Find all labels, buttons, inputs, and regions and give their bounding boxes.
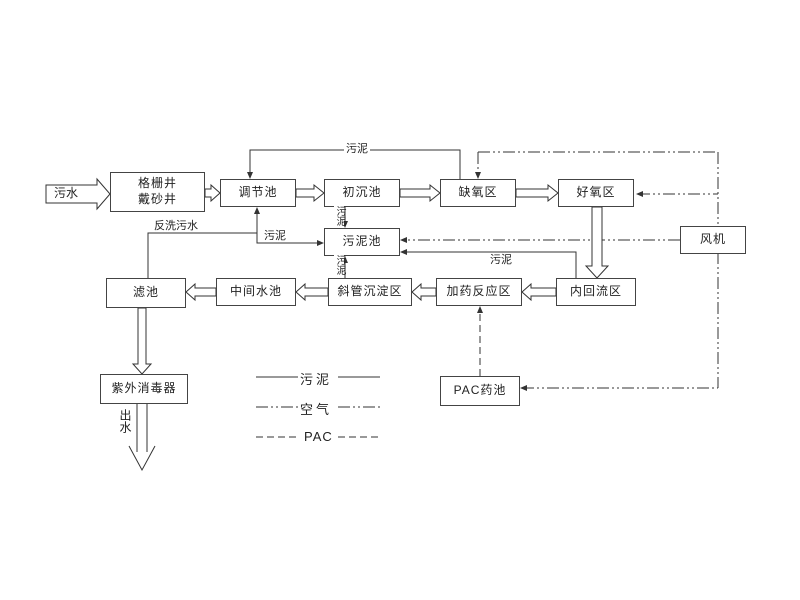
air-line-top-run-to-anoxic bbox=[475, 151, 718, 179]
legend-label-air: 空气 bbox=[300, 402, 333, 417]
air-line-blower-to-sludge-tank bbox=[400, 237, 680, 243]
node-label: 好氧区 bbox=[576, 185, 616, 200]
node-label: 戴砂井 bbox=[137, 192, 177, 206]
sludge-line-reflux-to-sludge-tank bbox=[400, 249, 577, 278]
node-internal-reflux-zone: 内回流区 bbox=[556, 278, 636, 306]
flow-arrow-settling-to-intermediate bbox=[295, 282, 329, 302]
flow-arrow-primary-to-anoxic bbox=[399, 183, 441, 203]
node-label: 滤池 bbox=[132, 285, 159, 300]
node-label: 内回流区 bbox=[569, 284, 622, 299]
flow-arrow-uv-to-outlet bbox=[128, 404, 156, 472]
node-anoxic-zone: 缺氧区 bbox=[440, 179, 516, 207]
flow-arrow-regulating-to-primary bbox=[295, 183, 325, 203]
node-regulating-tank: 调节池 bbox=[220, 179, 296, 207]
edge-label-settling-sludge: 污泥 bbox=[334, 255, 345, 275]
air-line-to-aerobic bbox=[636, 191, 718, 197]
air-line-to-pac-tank bbox=[520, 385, 718, 391]
backwash-line-filter-to-regulating bbox=[147, 207, 260, 278]
node-grid-grit-well: 格栅井 戴砂井 bbox=[110, 172, 205, 212]
outlet-label: 出水 bbox=[118, 409, 132, 433]
node-inclined-tube-settling-zone: 斜管沉淀区 bbox=[328, 278, 412, 306]
edge-label-backwash-sludge: 污泥 bbox=[264, 230, 286, 242]
sludge-line-backwash-to-sludge-tank bbox=[256, 233, 324, 246]
node-primary-sedimentation-tank: 初沉池 bbox=[324, 179, 400, 207]
node-uv-disinfector: 紫外消毒器 bbox=[100, 374, 188, 404]
node-blower: 风机 bbox=[680, 226, 746, 254]
legend-label-pac: PAC bbox=[304, 429, 333, 444]
node-pac-tank: PAC药池 bbox=[440, 376, 520, 406]
node-label: 污泥池 bbox=[342, 234, 382, 249]
node-label: 紫外消毒器 bbox=[111, 381, 177, 396]
flow-arrow-filter-to-uv bbox=[131, 307, 153, 375]
flow-arrow-inlet bbox=[45, 177, 111, 211]
node-label: 调节池 bbox=[238, 185, 278, 200]
node-label: 风机 bbox=[699, 232, 726, 247]
edge-label-top-sludge: 污泥 bbox=[344, 143, 370, 156]
node-label: 缺氧区 bbox=[458, 185, 498, 200]
legend-label-sludge: 污泥 bbox=[300, 372, 333, 387]
flow-arrow-anoxic-to-aerobic bbox=[515, 183, 559, 203]
node-label: 中间水池 bbox=[229, 284, 282, 299]
node-sludge-tank: 污泥池 bbox=[324, 228, 400, 256]
edge-label-primary-sludge: 污泥 bbox=[334, 206, 345, 226]
pac-line-to-dosing-zone bbox=[477, 306, 483, 376]
flow-arrow-dosing-to-settling bbox=[411, 282, 437, 302]
node-label: 初沉池 bbox=[342, 185, 382, 200]
node-intermediate-tank: 中间水池 bbox=[216, 278, 296, 306]
flow-arrow-aerobic-to-reflux bbox=[584, 206, 610, 279]
edge-label-backwash: 反洗污水 bbox=[154, 220, 198, 232]
node-dosing-reaction-zone: 加药反应区 bbox=[436, 278, 522, 306]
node-label: PAC药池 bbox=[453, 383, 507, 398]
inlet-label: 污水 bbox=[54, 186, 79, 200]
node-aerobic-zone: 好氧区 bbox=[558, 179, 634, 207]
node-filter-tank: 滤池 bbox=[106, 278, 186, 308]
flow-arrow-reflux-to-dosing bbox=[521, 282, 557, 302]
node-label: 斜管沉淀区 bbox=[337, 284, 403, 299]
flow-arrow-grid-to-regulating bbox=[204, 183, 221, 203]
flow-arrow-intermediate-to-filter bbox=[185, 282, 217, 302]
edge-label-reflux-sludge: 污泥 bbox=[490, 254, 512, 266]
node-label: 格栅井 bbox=[137, 176, 177, 191]
node-label: 加药反应区 bbox=[446, 284, 512, 299]
